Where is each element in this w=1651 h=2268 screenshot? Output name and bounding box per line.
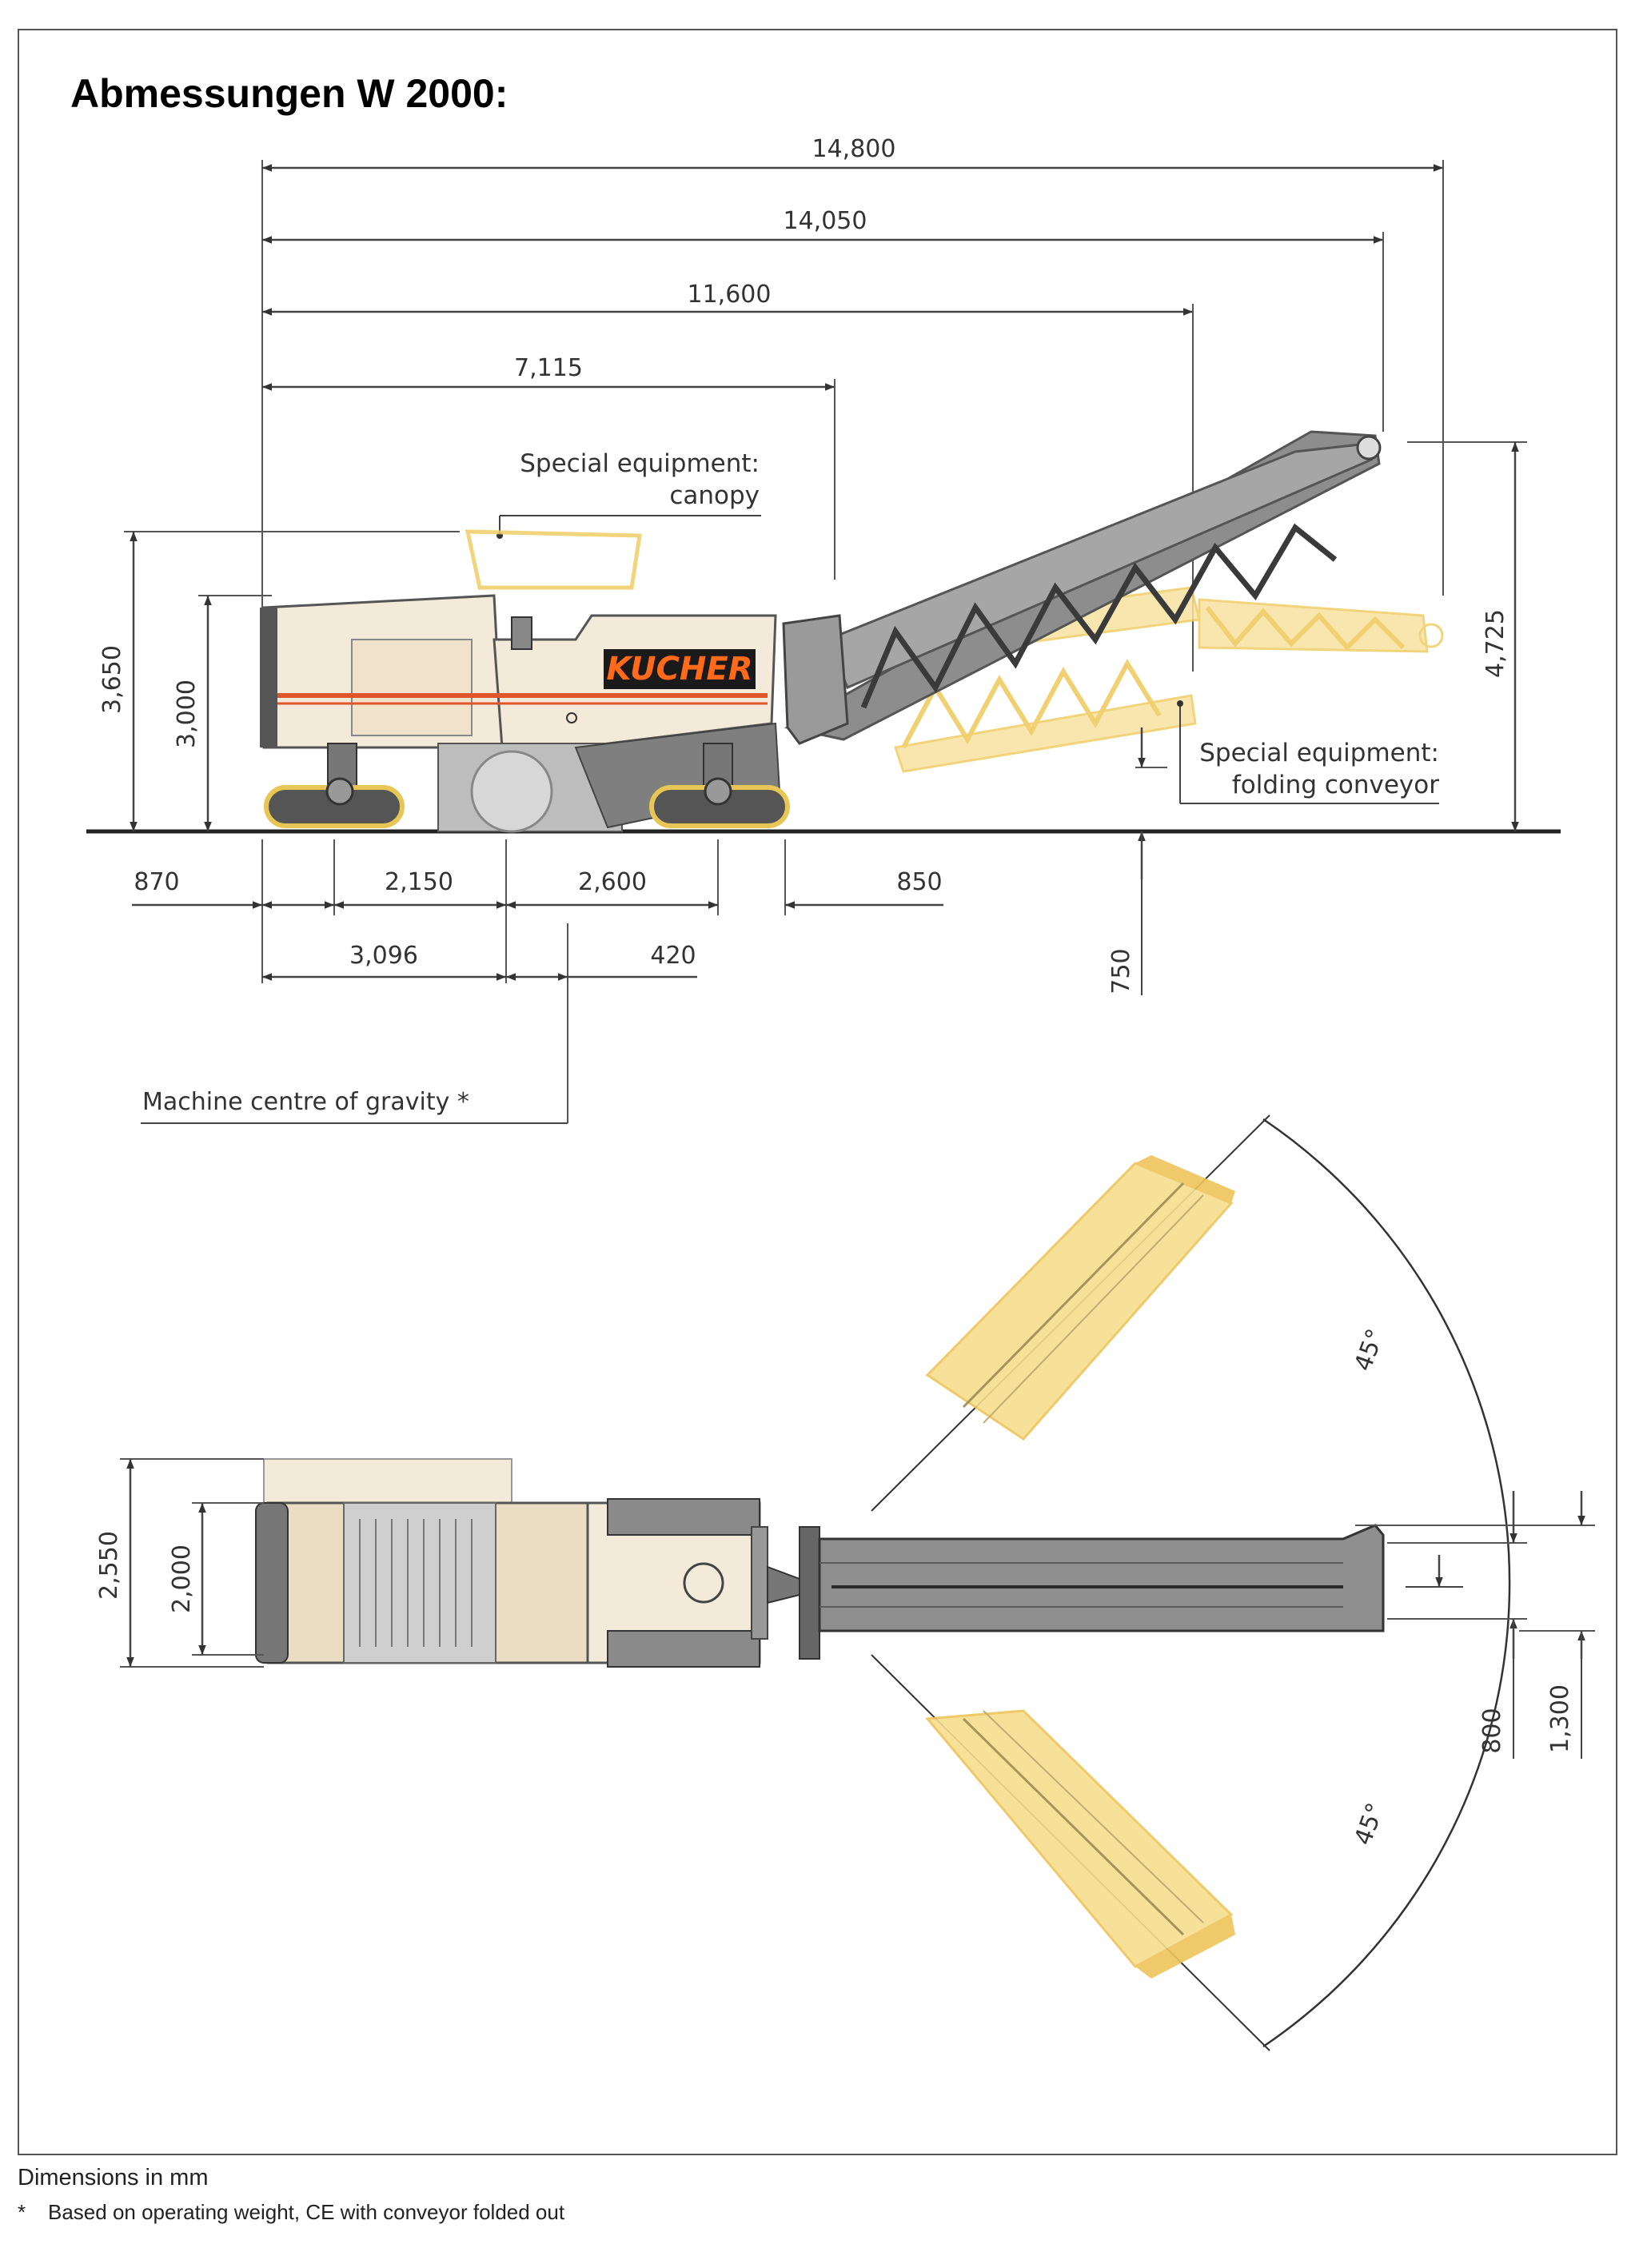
machine-body: KUCHER [260, 594, 781, 833]
bottom-dimensions-row1 [132, 839, 943, 983]
conveyor-callout-line1: Special equipment: [1199, 739, 1439, 767]
upper-swung-conveyor [925, 1155, 1235, 1441]
swing-angle-upper: 45° [1350, 1325, 1390, 1375]
dim-label-3650: 3,650 [98, 645, 126, 714]
overall-length-dimensions [261, 160, 1444, 672]
dim-label-2150: 2,150 [385, 868, 453, 896]
height-dimensions [124, 441, 1527, 831]
bottom-dimensions-row2 [141, 923, 697, 1124]
dim-label-850: 850 [896, 868, 942, 896]
dim-label-11600: 11,600 [688, 281, 772, 309]
dim-label-750: 750 [1107, 948, 1135, 994]
tracks [264, 743, 790, 828]
dim-label-1300: 1,300 [1546, 1684, 1574, 1753]
footnote-marker: * [18, 2200, 26, 2224]
straight-conveyor-top [799, 1524, 1385, 1660]
canopy-callout-line1: Special equipment: [520, 449, 760, 478]
dim-label-4725: 4,725 [1482, 609, 1509, 678]
kucher-logo-text: KUCHER [606, 651, 752, 688]
drawing-frame [18, 29, 1617, 2155]
dim-label-870: 870 [134, 868, 179, 896]
top-view: 45° 45° [95, 1114, 1595, 2051]
conveyor-callout-line2: folding conveyor [1232, 771, 1439, 799]
dim-label-14050: 14,050 [784, 207, 867, 235]
swing-arc [1262, 1118, 1511, 2048]
dim-label-2000: 2,000 [168, 1545, 196, 1613]
dim-label-14800: 14,800 [812, 135, 896, 163]
units-note: Dimensions in mm [18, 2165, 209, 2190]
dim-label-2600: 2,600 [578, 868, 647, 896]
machine-top-view [255, 1458, 800, 1668]
kucher-logo-badge [604, 649, 756, 689]
clearance-dimension [1135, 727, 1167, 995]
page-title: Abmessungen W 2000: [70, 71, 508, 116]
dim-label-3000: 3,000 [173, 680, 201, 748]
canopy-callout-line2: canopy [669, 481, 760, 510]
cog-label: Machine centre of gravity * [142, 1088, 469, 1116]
footnote: * Based on operating weight, CE with conv… [18, 2200, 564, 2225]
width-dimensions [120, 1458, 264, 1668]
dim-label-3096: 3,096 [349, 942, 418, 970]
folding-conveyor-callout [1177, 700, 1439, 804]
footnote-text: Based on operating weight, CE with conve… [48, 2200, 565, 2224]
dim-label-2550: 2,550 [95, 1531, 123, 1600]
dim-label-420: 420 [650, 942, 696, 970]
offset-dimensions [1355, 1491, 1595, 1759]
dim-label-7115: 7,115 [514, 354, 583, 382]
main-conveyor [782, 430, 1382, 745]
lower-swung-conveyor [924, 1709, 1235, 1979]
side-view: 14,800 14,050 11,600 7,115 3,650 3,000 4… [86, 135, 1561, 1124]
swing-angle-lower: 45° [1350, 1800, 1390, 1849]
dim-label-800: 800 [1478, 1708, 1506, 1753]
